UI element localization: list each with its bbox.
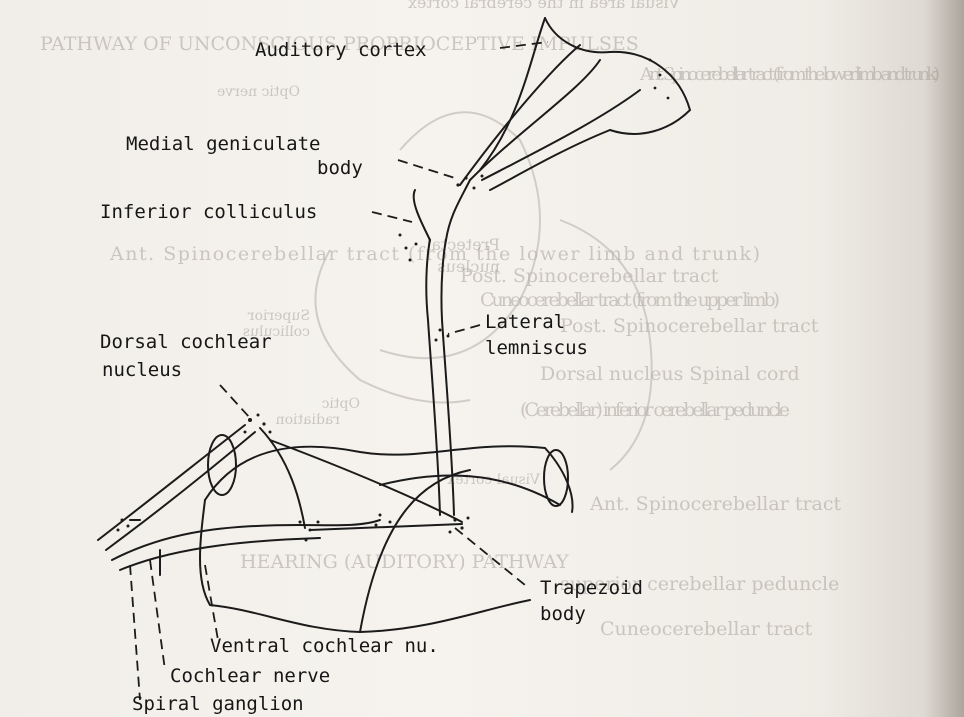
label-dorsal-cochlear-nucleus: nucleus (102, 359, 182, 381)
leader-spiral-ganglion (130, 565, 140, 700)
bg-line-9: Ant. Spinocerebellar tract (589, 493, 842, 515)
leader-medial-geniculate (398, 160, 455, 178)
label-ventral-cochlear: Ventral cochlear nu. (210, 635, 439, 657)
label-lateral: Lateral (485, 311, 565, 333)
bg-mirror-5: Superior (248, 308, 310, 324)
bg-line-10: HEARING (AUDITORY) PATHWAY (240, 551, 569, 573)
label-cochlear-nerve: Cochlear nerve (170, 665, 330, 687)
bg-line-5: Cuneocerebellar tract (from the upper li… (480, 289, 780, 311)
leader-ventral-cochlear (205, 565, 218, 640)
leader-lateral-lemniscus (448, 325, 480, 334)
bg-line-7: Dorsal nucleus Spinal cord (540, 363, 800, 385)
label-spiral-ganglion: Spiral ganglion (132, 693, 304, 715)
bg-mirror-8: radiation (276, 412, 340, 428)
label-inferior-colliculus: Inferior colliculus (100, 201, 317, 223)
leader-dorsal-cochlear (220, 385, 250, 418)
bg-mirror-1: Visual area in the cerebral cortex (408, 0, 681, 12)
label-dorsal-cochlear: Dorsal cochlear (100, 331, 272, 353)
bg-mirror-7: Optic (321, 396, 360, 412)
label-trapezoid-body: body (540, 603, 586, 625)
leader-inferior-colliculus (372, 212, 412, 222)
brainstem-outline (200, 435, 573, 632)
label-lemniscus: lemniscus (485, 337, 588, 359)
bg-line-8: (Cerebellar) inferior cerebellar peduncl… (520, 399, 790, 421)
bg-line-2: Ant. Spinocerebellar tract (from the low… (639, 64, 940, 85)
label-trapezoid: Trapezoid (540, 577, 643, 599)
bg-mirror-2: Optic nerve (217, 84, 300, 100)
leader-cochlear-nerve (150, 560, 165, 670)
bg-line-12: Cuneocerebellar tract (600, 618, 813, 640)
label-medial-geniculate-body: body (317, 157, 363, 179)
label-medial-geniculate: Medial geniculate (126, 133, 320, 155)
bg-mirror-3: Pretectal (426, 235, 500, 254)
label-auditory-cortex: Auditory cortex (255, 39, 427, 61)
bg-line-6: Post. Spinocerebellar tract (560, 315, 819, 337)
bg-mirror-4: nucleus (437, 257, 500, 276)
